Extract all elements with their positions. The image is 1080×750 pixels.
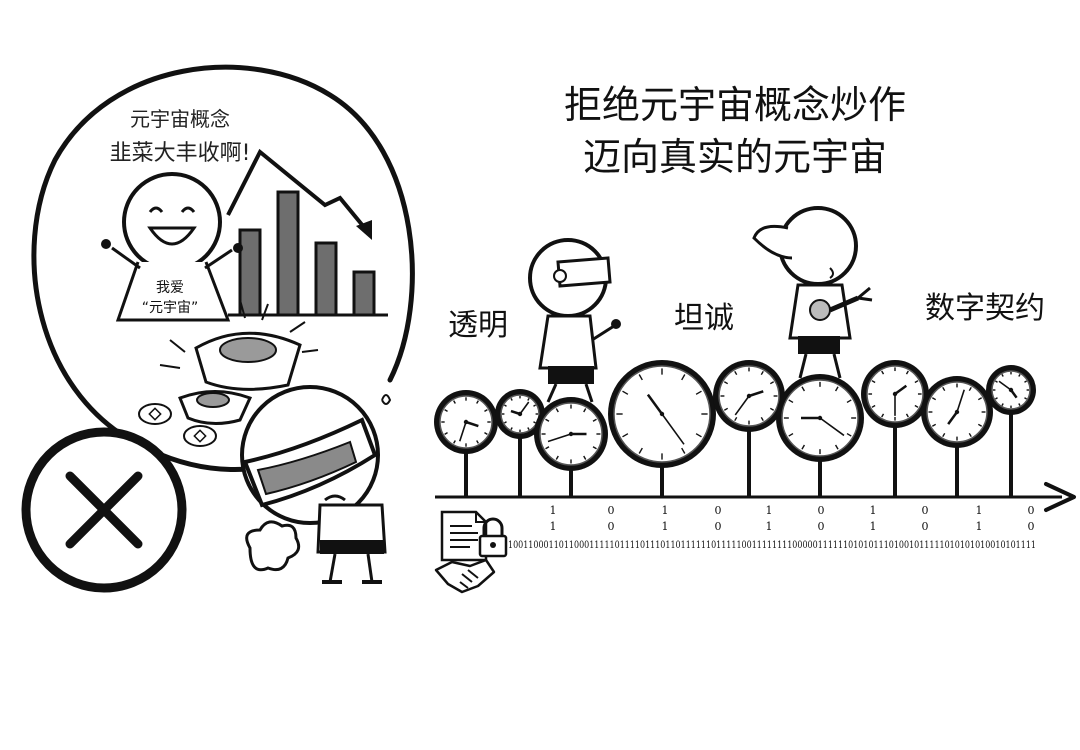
shirt-text-line-1: 我爱 — [156, 280, 184, 296]
thought-text-line-2: 韭菜大丰收啊! — [110, 141, 251, 166]
binary-stream: 1001100011011000111110111101110110111111… — [508, 540, 1036, 551]
thought-text-line-1: 元宇宙概念 — [130, 107, 230, 131]
binary-digit: 1 — [550, 504, 557, 517]
binary-digit: 0 — [818, 504, 825, 517]
binary-digit: 1 — [766, 504, 773, 517]
gold-ingots — [138, 299, 319, 447]
binary-digit: 1 — [766, 520, 773, 533]
arrow-right-icon — [435, 482, 1076, 512]
binary-digit: 1 — [976, 520, 983, 533]
binary-digit: 0 — [922, 520, 929, 533]
binary-columns: 1 0 1 0 1 0 1 0 1 0 1 0 1 0 1 0 1 0 1 0 — [550, 504, 1035, 533]
value-label-honest: 坦诚 — [674, 301, 734, 336]
padlock-icon — [478, 517, 508, 558]
headline-line-2: 迈向真实的元宇宙 — [583, 135, 887, 179]
binary-digit: 1 — [662, 520, 669, 533]
clock-icon — [921, 376, 993, 497]
value-label-transparent: 透明 — [448, 308, 508, 343]
binary-digit: 0 — [715, 504, 722, 517]
binary-digit: 0 — [818, 520, 825, 533]
vr-headset-character — [240, 385, 392, 584]
binary-digit: 1 — [976, 504, 983, 517]
binary-digit: 1 — [870, 520, 877, 533]
binary-digit: 0 — [922, 504, 929, 517]
binary-digit: 1 — [870, 504, 877, 517]
clock-icon — [986, 365, 1036, 497]
clock-icon — [608, 360, 716, 497]
binary-digit: 0 — [1028, 504, 1035, 517]
robot-arm-icon — [809, 286, 873, 321]
binary-digit: 0 — [715, 520, 722, 533]
clock-row — [434, 360, 1036, 497]
down-arrow-icon — [356, 220, 372, 240]
clock-icon — [495, 389, 545, 497]
clock-icon — [861, 360, 929, 497]
document-icon — [440, 510, 488, 562]
handshake-icon — [434, 558, 496, 594]
binary-digit: 0 — [608, 520, 615, 533]
cross-circle-icon — [21, 427, 187, 593]
value-label-smart-contract: 数字契约 — [925, 291, 1045, 326]
clock-icon — [713, 360, 785, 497]
binary-digit: 1 — [662, 504, 669, 517]
binary-digit: 0 — [1028, 520, 1035, 533]
happy-character — [101, 172, 243, 322]
binary-digit: 1 — [550, 520, 557, 533]
headline-line-1: 拒绝元宇宙概念炒作 — [564, 83, 906, 127]
clock-icon — [534, 397, 608, 497]
clock-icon — [434, 390, 498, 497]
clock-icon — [776, 374, 864, 497]
falling-bar-chart — [226, 148, 388, 317]
vr-walker-character — [528, 238, 621, 403]
binary-digit: 0 — [608, 504, 615, 517]
coin-icon — [138, 403, 217, 447]
robot-arm-character — [752, 206, 873, 379]
shirt-text-line-2: “元宇宙” — [142, 300, 199, 316]
